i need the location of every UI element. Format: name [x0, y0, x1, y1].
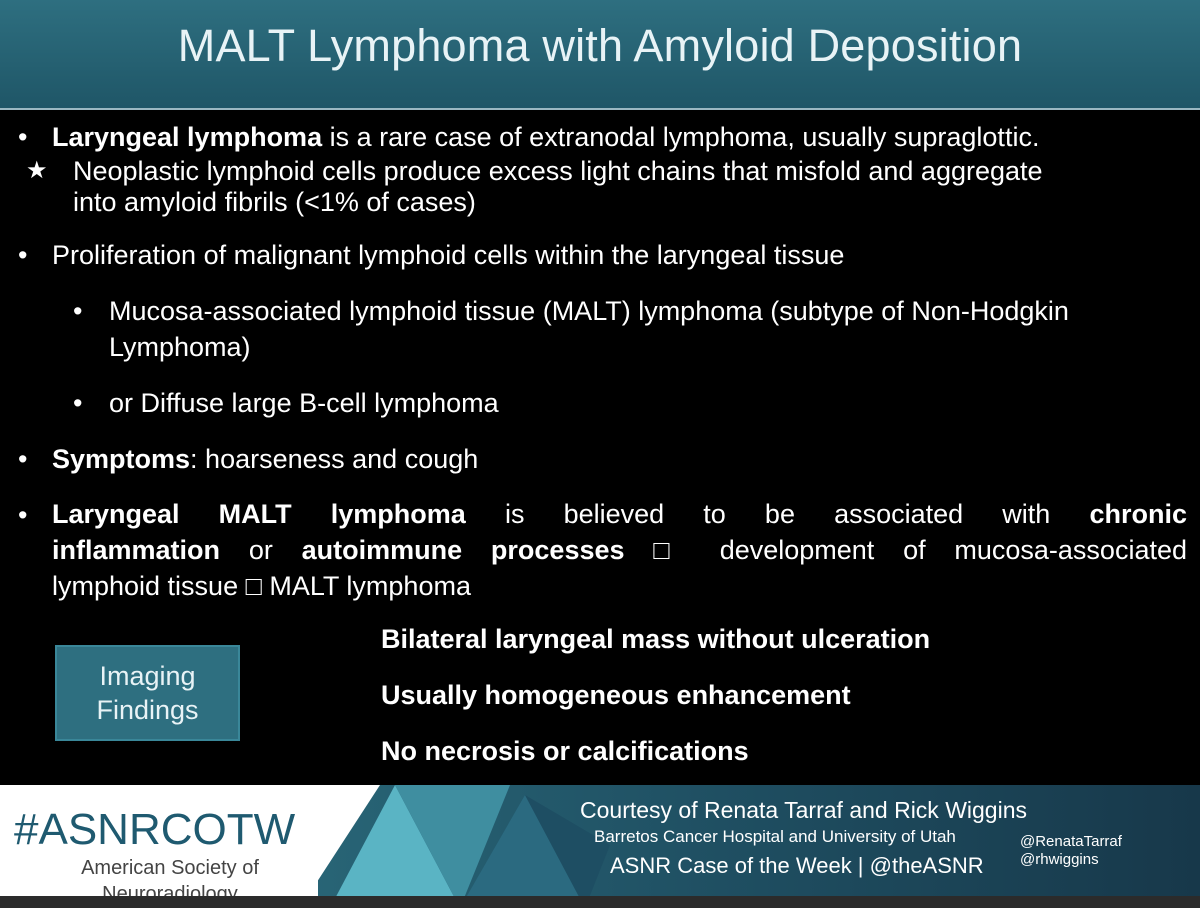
slide-header: MALT Lymphoma with Amyloid Deposition: [0, 0, 1200, 110]
imaging-findings-badge: Imaging Findings: [55, 645, 240, 741]
finding-item: Bilateral laryngeal mass without ulcerat…: [381, 624, 931, 654]
finding-item: Usually homogeneous enhancement: [381, 680, 851, 710]
window-bottom-bar: [0, 896, 1200, 908]
twitter-handle: @rhwiggins: [1020, 851, 1099, 868]
sub-bullet-dot: •: [73, 296, 83, 326]
sub-bullet-text-line2: Lymphoma): [109, 332, 251, 362]
case-of-week-text: ASNR Case of the Week | @theASNR: [610, 853, 984, 878]
sub-bullet-text-line1: Mucosa-associated lymphoid tissue (MALT)…: [109, 296, 1069, 326]
institutions-text: Barretos Cancer Hospital and University …: [594, 827, 956, 846]
sub-bullet-dot: •: [73, 388, 83, 418]
slide-title: MALT Lymphoma with Amyloid Deposition: [177, 20, 1023, 71]
bullet-text: Symptoms: hoarseness and cough: [52, 444, 479, 474]
decorative-triangles: [300, 785, 610, 908]
star-icon: ★: [26, 157, 48, 184]
bullet-dot: •: [18, 500, 28, 530]
asnr-logo: #ASNRCOTW American Society of Neuroradio…: [0, 785, 318, 908]
bullet-paragraph: Laryngeal MALT lymphoma is believed to b…: [52, 496, 1187, 604]
star-text-line1: Neoplastic lymphoid cells produce excess…: [73, 156, 1043, 186]
bold-term: Laryngeal lymphoma: [52, 122, 323, 152]
courtesy-text: Courtesy of Renata Tarraf and Rick Wiggi…: [580, 797, 1027, 823]
sub-bullet-text: or Diffuse large B-cell lymphoma: [109, 388, 499, 418]
bullet-dot: •: [18, 444, 28, 474]
star-text-line2: into amyloid fibrils (<1% of cases): [73, 187, 476, 217]
hashtag-logo-text: #ASNRCOTW: [14, 805, 296, 854]
paragraph-line: Laryngeal MALT lymphoma is believed to b…: [52, 499, 1187, 529]
slide-footer: #ASNRCOTW American Society of Neuroradio…: [0, 785, 1200, 908]
paragraph-line: inflammation or autoimmune processes □ d…: [52, 535, 1187, 565]
twitter-handle: @RenataTarraf: [1020, 833, 1122, 850]
bullet-text: Proliferation of malignant lymphoid cell…: [52, 240, 845, 270]
bullet-text: Laryngeal lymphoma is a rare case of ext…: [52, 122, 1040, 152]
finding-item: No necrosis or calcifications: [381, 736, 749, 766]
bullet-dot: •: [18, 240, 28, 270]
paragraph-line: lymphoid tissue □ MALT lymphoma: [52, 571, 471, 601]
bold-term: Symptoms: [52, 444, 191, 474]
bullet-dot: •: [18, 122, 28, 152]
